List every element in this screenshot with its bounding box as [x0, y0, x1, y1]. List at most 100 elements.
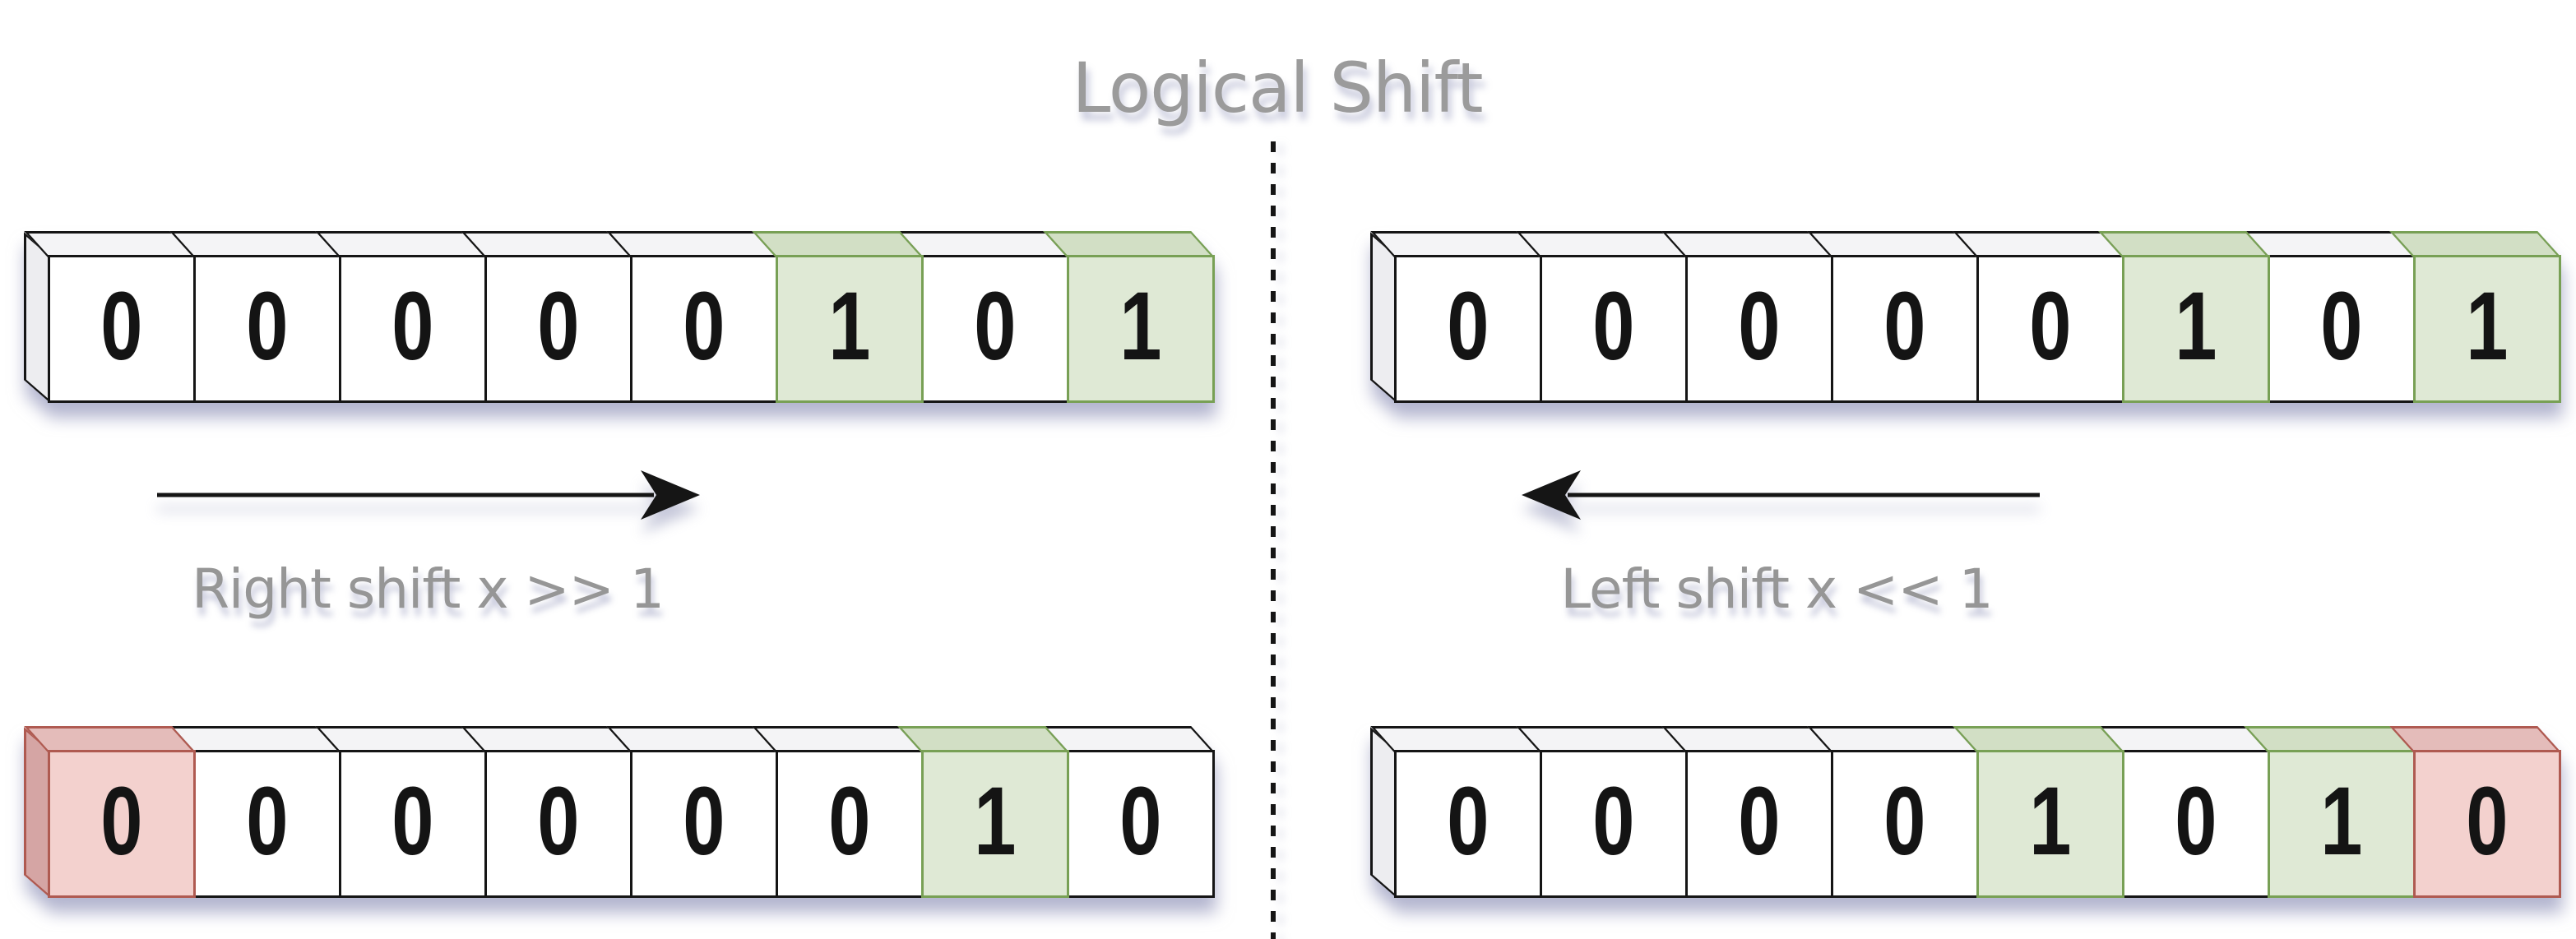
bit-cell: 0: [1516, 726, 1688, 900]
right-shift-label: Right shift x >> 1: [192, 557, 665, 621]
bit-value: 0: [1738, 272, 1781, 381]
bit-value: 0: [2466, 767, 2509, 876]
bit-value: 1: [2466, 272, 2509, 381]
cube-front-face: 0: [339, 750, 487, 898]
bit-value: 1: [2029, 767, 2072, 876]
cube-top-face: [315, 231, 487, 257]
cube-front-face: 0: [339, 255, 487, 403]
bit-cell: 0: [1807, 231, 1979, 405]
bit-value: 0: [828, 767, 871, 876]
panel-divider-dashed-line: [1271, 141, 1276, 939]
bit-value: 0: [1119, 767, 1162, 876]
bit-value: 0: [100, 272, 143, 381]
bit-cell: 0: [897, 231, 1069, 405]
bit-cell: 1: [752, 231, 924, 405]
bit-cell: 0: [1370, 726, 1542, 900]
left-shift-label: Left shift x << 1: [1560, 557, 1993, 621]
bit-cell: 0: [1807, 726, 1979, 900]
bit-cell: 0: [461, 726, 632, 900]
bit-cell: 0: [2389, 726, 2561, 900]
cube-front-face: 0: [776, 750, 924, 898]
bit-value: 0: [1738, 767, 1781, 876]
cube-top-face: [1370, 726, 1542, 752]
cube-front-face: 0: [1394, 255, 1542, 403]
bit-cell: 0: [1661, 726, 1833, 900]
bit-value: 0: [100, 767, 143, 876]
bit-cell: 0: [24, 231, 196, 405]
cube-front-face: 0: [1394, 750, 1542, 898]
cube-front-face: 1: [1067, 255, 1215, 403]
diagram-title: Logical Shift: [1072, 48, 1484, 128]
bit-cell: 0: [461, 231, 632, 405]
bit-cell: 0: [1370, 231, 1542, 405]
bit-value: 0: [683, 767, 725, 876]
cube-front-face: 0: [1685, 750, 1833, 898]
cube-front-face: 0: [630, 750, 778, 898]
cube-top-face: [461, 231, 632, 257]
cube-front-face: 1: [2122, 255, 2270, 403]
bit-value: 1: [2320, 767, 2363, 876]
bit-cell: 1: [2244, 726, 2416, 900]
bit-cell: 1: [2389, 231, 2561, 405]
bit-value: 0: [1447, 272, 1490, 381]
cube-top-face: [315, 726, 487, 752]
cube-front-face: 0: [1540, 750, 1688, 898]
cube-front-face: 0: [1976, 255, 2124, 403]
bit-cell: 1: [2098, 231, 2270, 405]
bit-cell: 0: [1661, 231, 1833, 405]
cube-front-face: 0: [193, 750, 341, 898]
bit-cell: 1: [897, 726, 1069, 900]
bit-cell: 0: [1043, 726, 1215, 900]
cube-top-face: [1661, 726, 1833, 752]
cube-top-face: [1370, 231, 1542, 257]
cube-top-face: [169, 231, 341, 257]
cube-top-face: [2389, 231, 2561, 257]
cube-front-face: 0: [1831, 750, 1979, 898]
bit-value: 0: [683, 272, 725, 381]
cube-front-face: 0: [921, 255, 1069, 403]
cube-front-face: 0: [193, 255, 341, 403]
bit-cell: 0: [24, 726, 196, 900]
cube-side-face: [24, 727, 50, 898]
bit-cell: 0: [169, 726, 341, 900]
cube-side-face: [24, 232, 50, 403]
cube-top-face: [24, 231, 196, 257]
bit-value: 0: [1592, 272, 1635, 381]
bit-cell: 0: [606, 231, 778, 405]
cube-front-face: 0: [1831, 255, 1979, 403]
bit-value: 0: [537, 767, 580, 876]
cube-top-face: [1953, 726, 2124, 752]
cube-top-face: [752, 726, 924, 752]
cube-front-face: 1: [921, 750, 1069, 898]
cube-front-face: 0: [2413, 750, 2561, 898]
cube-top-face: [1043, 231, 1215, 257]
cube-top-face: [2389, 726, 2561, 752]
cube-front-face: 0: [48, 750, 196, 898]
bit-value: 1: [2175, 272, 2217, 381]
bit-value: 1: [828, 272, 871, 381]
cube-top-face: [2244, 726, 2416, 752]
cube-front-face: 0: [484, 750, 632, 898]
cube-top-face: [1807, 231, 1979, 257]
bit-cell: 0: [315, 231, 487, 405]
bit-cell: 1: [1043, 231, 1215, 405]
bit-value: 0: [246, 767, 289, 876]
cube-top-face: [752, 231, 924, 257]
bit-cell: 0: [2244, 231, 2416, 405]
bit-value: 0: [391, 272, 434, 381]
cube-front-face: 0: [2268, 255, 2416, 403]
cube-side-face: [1370, 232, 1397, 403]
bit-cell: 0: [169, 231, 341, 405]
cube-top-face: [24, 726, 196, 752]
bit-value: 0: [974, 272, 1017, 381]
bit-cell: 0: [606, 726, 778, 900]
bit-value: 0: [1883, 767, 1926, 876]
cube-front-face: 1: [2413, 255, 2561, 403]
bit-value: 0: [1447, 767, 1490, 876]
bit-value: 0: [2320, 272, 2363, 381]
bit-cell: 0: [1953, 231, 2124, 405]
